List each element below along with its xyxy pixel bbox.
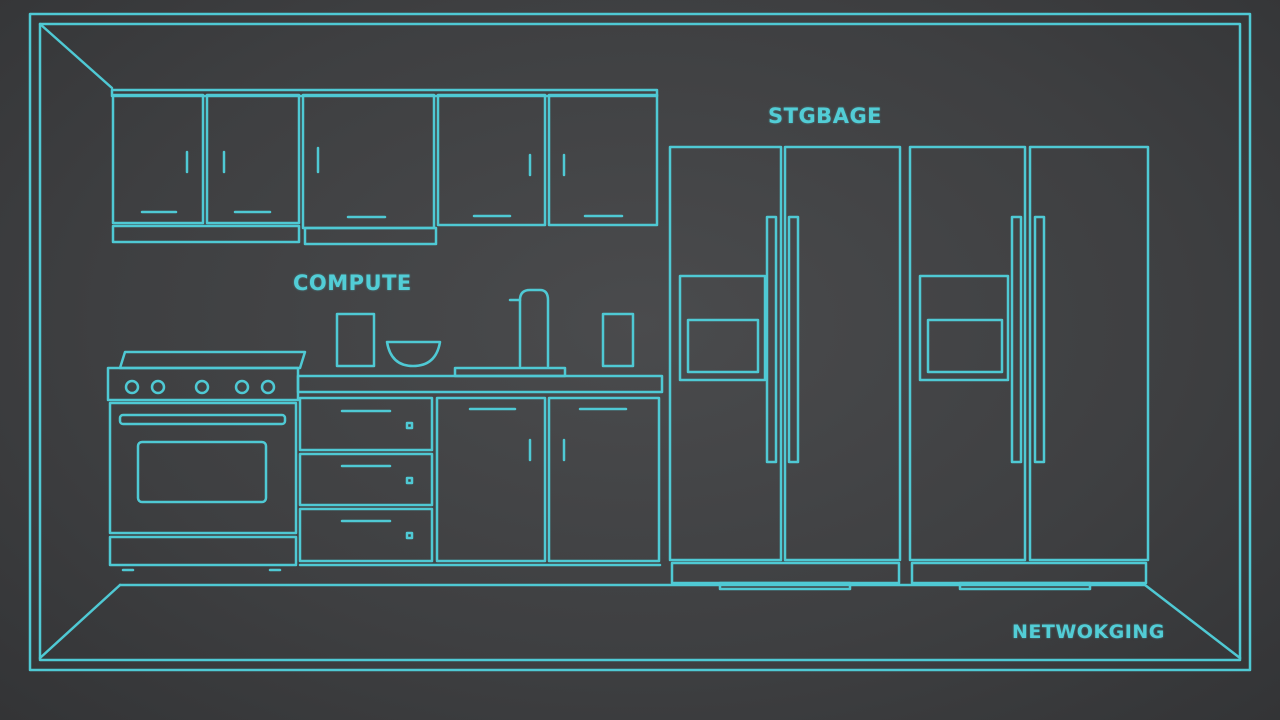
refrigerator-1 bbox=[668, 145, 902, 591]
compute-label: COMPUTE bbox=[293, 271, 412, 295]
base-cabinets bbox=[296, 374, 664, 567]
storage-label: STGBAGE bbox=[768, 104, 883, 128]
stove-oven bbox=[106, 350, 307, 572]
upper-cabinets bbox=[110, 88, 659, 246]
counter-items bbox=[335, 288, 635, 378]
refrigerator-2 bbox=[908, 145, 1150, 591]
networking-label: NETWOKGING bbox=[1012, 621, 1165, 643]
room-frame bbox=[28, 12, 1252, 672]
